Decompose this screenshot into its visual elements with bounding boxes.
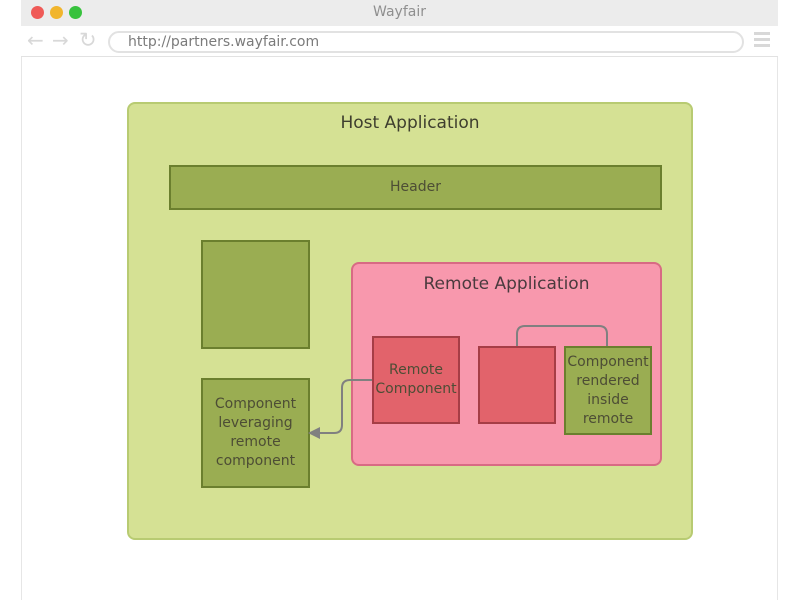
host-application-title: Host Application (340, 113, 480, 133)
arrow-left-icon[interactable]: ← (27, 28, 44, 52)
hamburger-menu-icon[interactable] (754, 32, 770, 50)
remote-component-label: Remote Component (375, 362, 457, 397)
window-title: Wayfair (373, 4, 426, 20)
leveraging-component-label: Component leveraging remote component (214, 396, 297, 469)
address-bar[interactable]: http://partners.wayfair.com (108, 31, 744, 53)
maximize-window-button[interactable] (69, 6, 82, 19)
remote-application-title: Remote Application (423, 274, 590, 294)
remote-empty-component-box (478, 346, 556, 424)
reload-icon[interactable]: ↻ (79, 28, 97, 52)
page-content (21, 57, 778, 600)
rendered-component-box: Component rendered inside remote (564, 346, 652, 435)
browser-toolbar: ← → ↻ http://partners.wayfair.com (21, 26, 778, 57)
host-component-box (201, 240, 310, 349)
arrow-right-icon[interactable]: → (52, 28, 69, 52)
remote-component-box: Remote Component (372, 336, 460, 424)
minimize-window-button[interactable] (50, 6, 63, 19)
window-titlebar: Wayfair (21, 0, 778, 26)
url-text: http://partners.wayfair.com (128, 34, 320, 50)
header-label: Header (390, 179, 441, 195)
leveraging-component-box: Component leveraging remote component (201, 378, 310, 488)
close-window-button[interactable] (31, 6, 44, 19)
header-box: Header (169, 165, 662, 210)
rendered-component-label: Component rendered inside remote (567, 353, 649, 427)
